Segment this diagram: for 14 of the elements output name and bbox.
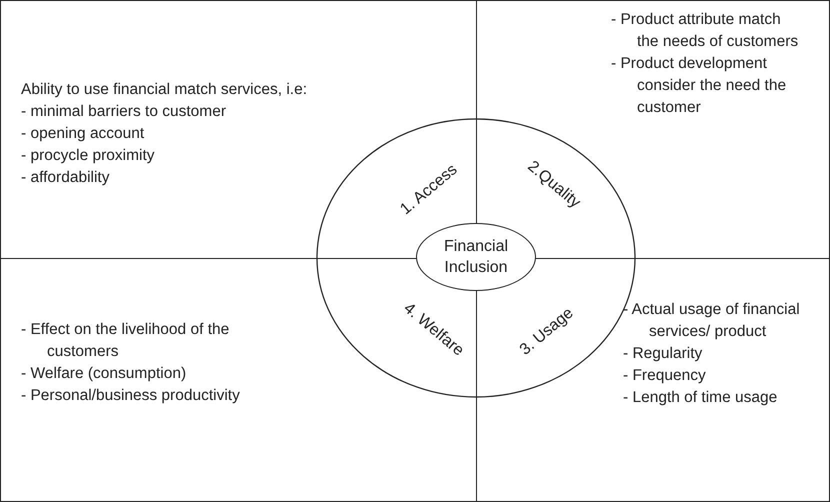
list-item: - Effect on the livelihood of the customers <box>21 320 230 362</box>
list-item: - Length of time usage <box>623 388 778 408</box>
list-item: - Product development consider the need the customer <box>611 54 788 118</box>
list-item: - opening account <box>21 124 146 144</box>
list-item: - Regularity <box>623 344 704 364</box>
list-item: - minimal barriers to customer <box>21 102 227 122</box>
list-item: - Personal/business productivity <box>21 386 241 406</box>
list-item: - Welfare (consumption) <box>21 364 188 384</box>
list-item: - Frequency <box>623 366 707 386</box>
center-label: Financial Inclusion <box>442 237 510 278</box>
heading-text: Ability to use financial match services, i.e: <box>21 80 308 100</box>
list-item: - affordability <box>21 168 110 188</box>
list-item: - Product attribute match the needs of customers <box>611 10 799 52</box>
list-item: - procycle proximity <box>21 146 156 166</box>
